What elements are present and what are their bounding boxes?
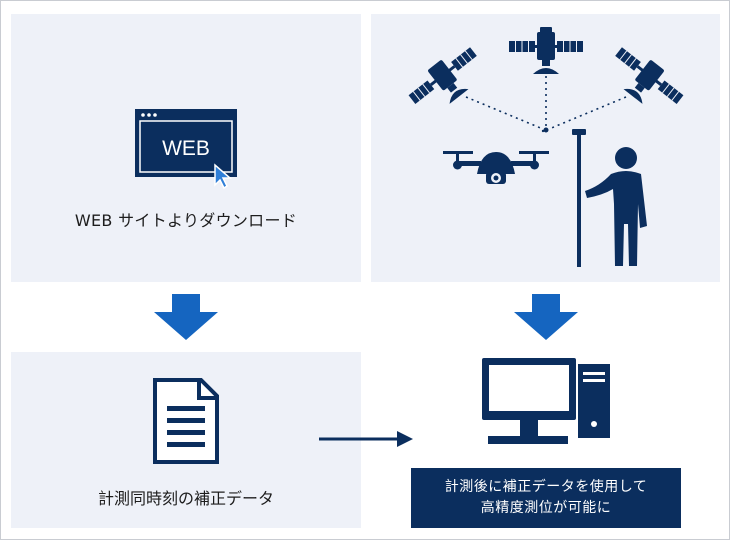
correction-data-panel: 計測同時刻の補正データ bbox=[11, 352, 361, 528]
survey-scene bbox=[408, 27, 684, 267]
correction-data-label: 計測同時刻の補正データ bbox=[97, 489, 274, 508]
down-arrow-icon bbox=[514, 294, 578, 340]
web-download-label: WEB サイトよりダウンロード bbox=[74, 211, 298, 230]
right-arrow-icon bbox=[319, 431, 413, 447]
down-arrow-icon bbox=[154, 294, 218, 340]
person-icon bbox=[585, 147, 647, 266]
signal-lines-icon bbox=[465, 76, 627, 130]
survey-pole-icon bbox=[572, 129, 586, 267]
satellite-icon bbox=[509, 27, 583, 74]
drone-icon bbox=[443, 151, 549, 184]
result-line-2: 高精度測位が可能に bbox=[480, 500, 612, 516]
browser-window-icon: WEB bbox=[135, 109, 237, 190]
satellite-icon bbox=[615, 47, 684, 104]
result-line-1: 計測後に補正データを使用して bbox=[444, 479, 648, 495]
survey-panel bbox=[371, 14, 720, 282]
document-icon bbox=[153, 378, 219, 464]
desktop-computer-icon bbox=[482, 358, 610, 444]
result-message-box: 計測後に補正データを使用して 高精度測位が可能に bbox=[411, 468, 681, 528]
web-download-panel: WEB WEB サイトよりダウンロード bbox=[11, 14, 361, 282]
cursor-icon bbox=[214, 163, 233, 190]
satellite-icon bbox=[408, 47, 477, 104]
browser-web-text: WEB bbox=[162, 137, 210, 160]
